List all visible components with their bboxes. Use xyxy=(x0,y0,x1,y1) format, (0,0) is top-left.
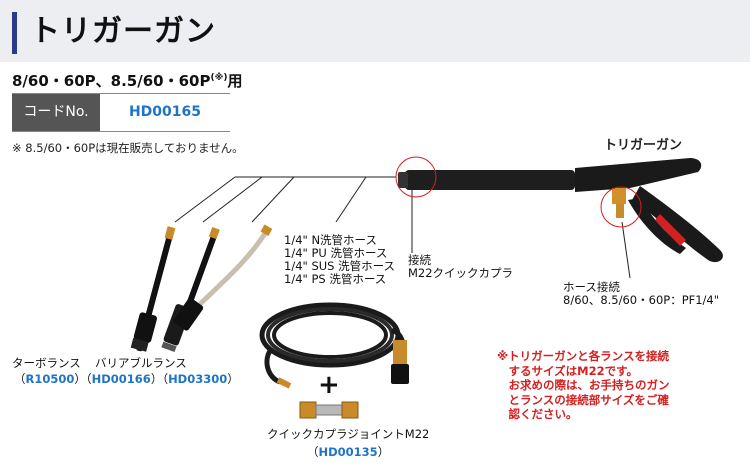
joint-code-value: HD00135 xyxy=(318,445,378,459)
paren-open: （ xyxy=(307,445,319,459)
code-rule-bottom xyxy=(12,131,230,132)
turbo-lance-image xyxy=(130,226,176,352)
variable-lance-code: HD00166 xyxy=(91,372,151,386)
coupler-line2: M22クイックカプラ xyxy=(408,266,514,280)
coupler-label: 接続 M22クイックカプラ xyxy=(408,254,513,280)
turbo-lance-code: R10500 xyxy=(25,372,75,386)
code-rule-top xyxy=(12,93,230,94)
header-accent-bar xyxy=(12,12,17,54)
hose-connection-line1: ホース接続 xyxy=(563,280,620,294)
note-line: お求めの際は、お手持ちのガン xyxy=(497,378,670,392)
paren-close: ） xyxy=(150,372,163,386)
leader-lines xyxy=(174,176,631,279)
connection-size-note: ※トリガーガンと各ランスを接続 するサイズはM22です。 お求めの際は、お手持ち… xyxy=(497,349,670,422)
note-line: とランスの接続部サイズをご確 xyxy=(497,392,669,407)
trigger-gun-image xyxy=(398,158,723,263)
code-table: コードNo. HD00165 xyxy=(12,93,230,131)
hose-connection-label: ホース接続 8/60、8.5/60・60P：PF1/4" xyxy=(563,281,719,307)
code-value: HD00165 xyxy=(128,104,202,120)
paren-close: ） xyxy=(227,372,239,386)
stainless-lance-code: HD03300 xyxy=(168,372,228,386)
note-line: 認ください。 xyxy=(497,407,578,421)
page-title: トリガーガン xyxy=(30,14,216,49)
lance-codes: （R10500）（HD00166）（HD03300） xyxy=(14,373,239,386)
coupler-joint-image xyxy=(299,401,359,419)
hose-connection-line2: 8/60、8.5/60・60P：PF1/4" xyxy=(563,293,720,307)
code-label: コードNo. xyxy=(12,93,100,131)
hose-callout-circle xyxy=(600,186,642,228)
variable-lance-label: バリアブルランス xyxy=(95,356,187,370)
coupler-line1: 接続 xyxy=(408,253,431,267)
hose-type-item: 1/4" PU 洗管ホース xyxy=(284,246,388,260)
hose-types-list: 1/4" N洗管ホース 1/4" PU 洗管ホース 1/4" SUS 洗管ホース… xyxy=(284,234,395,286)
models-mark: (※) xyxy=(210,73,228,83)
paren-open: （ xyxy=(14,372,26,386)
page-header xyxy=(0,0,750,62)
models-text: 8/60・60P、8.5/60・60P xyxy=(12,72,211,90)
paren-close: ） xyxy=(74,372,86,386)
hose-coil-image xyxy=(259,302,409,389)
coupler-callout-circle xyxy=(395,156,437,198)
compatible-models: 8/60・60P、8.5/60・60P(※)用 xyxy=(12,70,242,91)
availability-note: ※ 8.5/60・60Pは現在販売しておりません。 xyxy=(12,141,244,155)
turbo-lance-label: ターボランス xyxy=(12,356,81,370)
joint-code: （HD00135） xyxy=(307,446,389,459)
hose-type-item: 1/4" PS 洗管ホース xyxy=(284,272,387,286)
hose-type-item: 1/4" SUS 洗管ホース xyxy=(284,259,396,273)
paren-open: （ xyxy=(162,372,169,386)
note-line: ※トリガーガンと各ランスを接続 xyxy=(497,349,669,363)
gun-label: トリガーガン xyxy=(604,138,683,153)
paren-close: ） xyxy=(377,445,390,459)
joint-label: クイックカプラジョイントM22 xyxy=(267,427,430,441)
paren-open: （ xyxy=(85,372,92,386)
stainless-lance-image xyxy=(173,224,273,331)
hose-type-item: 1/4" N洗管ホース xyxy=(284,233,377,247)
models-suffix: 用 xyxy=(227,72,243,90)
plus-sign: + xyxy=(318,370,340,400)
note-line: するサイズはM22です。 xyxy=(497,363,638,378)
